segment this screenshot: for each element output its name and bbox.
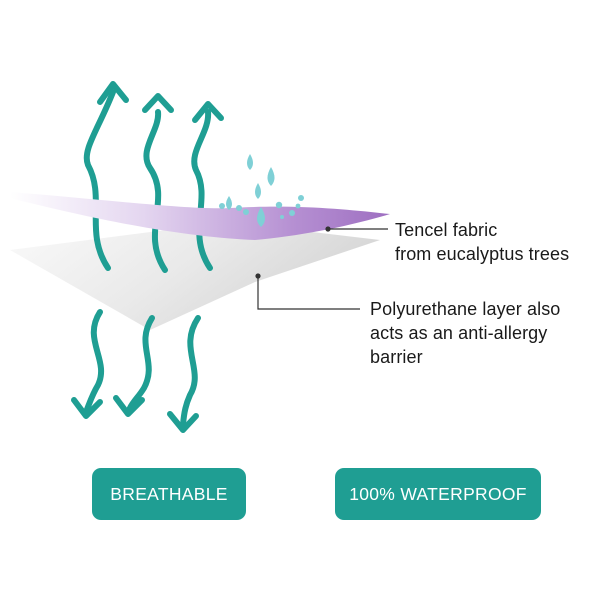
callout-line: from eucalyptus trees	[395, 244, 570, 264]
callout-line: Polyurethane layer also	[370, 299, 561, 319]
polyurethane-layer	[10, 222, 380, 330]
breathable-badge-bg	[92, 468, 246, 520]
droplet-icon	[255, 183, 261, 199]
droplet-icon	[267, 167, 275, 186]
polyurethane-callout: Polyurethane layer also acts as an anti-…	[370, 297, 560, 369]
arrow-wave-icon	[125, 315, 155, 415]
arrowhead-icon	[113, 395, 145, 417]
droplet-icon	[257, 207, 265, 227]
leader-lines	[255, 226, 388, 310]
droplet-icon	[226, 196, 232, 210]
arrowhead-icon	[71, 397, 103, 419]
callout-line: acts as an anti-allergy	[370, 323, 548, 343]
droplet-icon	[280, 215, 284, 219]
tencel-fabric-layer	[10, 192, 390, 240]
arrowhead-icon	[142, 93, 174, 113]
droplet-icon	[247, 154, 253, 170]
droplet-icon	[298, 195, 304, 201]
arrow-wave-icon	[180, 315, 201, 428]
droplet-icon	[275, 201, 283, 209]
waterproof-badge: 100% WATERPROOF	[335, 468, 541, 520]
droplet-icon	[289, 210, 295, 216]
droplet-icon	[236, 205, 242, 211]
callout-line: barrier	[370, 347, 423, 367]
arrow-wave-icon	[83, 309, 105, 415]
callout-line: Tencel fabric	[395, 220, 498, 240]
droplet-icon	[219, 203, 225, 209]
arrow-wave-icon	[83, 89, 116, 271]
waterproof-badge-label: 100% WATERPROOF	[349, 483, 527, 504]
droplet-icon	[295, 203, 301, 209]
breathable-badge-label: BREATHABLE	[110, 483, 228, 504]
arrowhead-icon	[97, 81, 129, 105]
arrow-wave-icon	[143, 109, 168, 273]
tencel-leader-dot	[325, 226, 331, 232]
polyurethane-leader-dot	[255, 273, 261, 279]
water-droplets	[219, 154, 304, 227]
arrowhead-icon	[167, 411, 199, 433]
tencel-callout: Tencel fabric from eucalyptus trees	[395, 218, 569, 266]
arrowhead-icon	[192, 101, 224, 123]
polyurethane-leader-line	[257, 276, 360, 310]
waterproof-badge-bg	[335, 468, 541, 520]
airflow-arrows-upper	[83, 81, 224, 273]
breathable-badge: BREATHABLE	[92, 468, 246, 520]
droplet-icon	[243, 209, 249, 215]
airflow-arrows-lower	[71, 309, 201, 433]
arrow-wave-icon	[191, 109, 213, 271]
